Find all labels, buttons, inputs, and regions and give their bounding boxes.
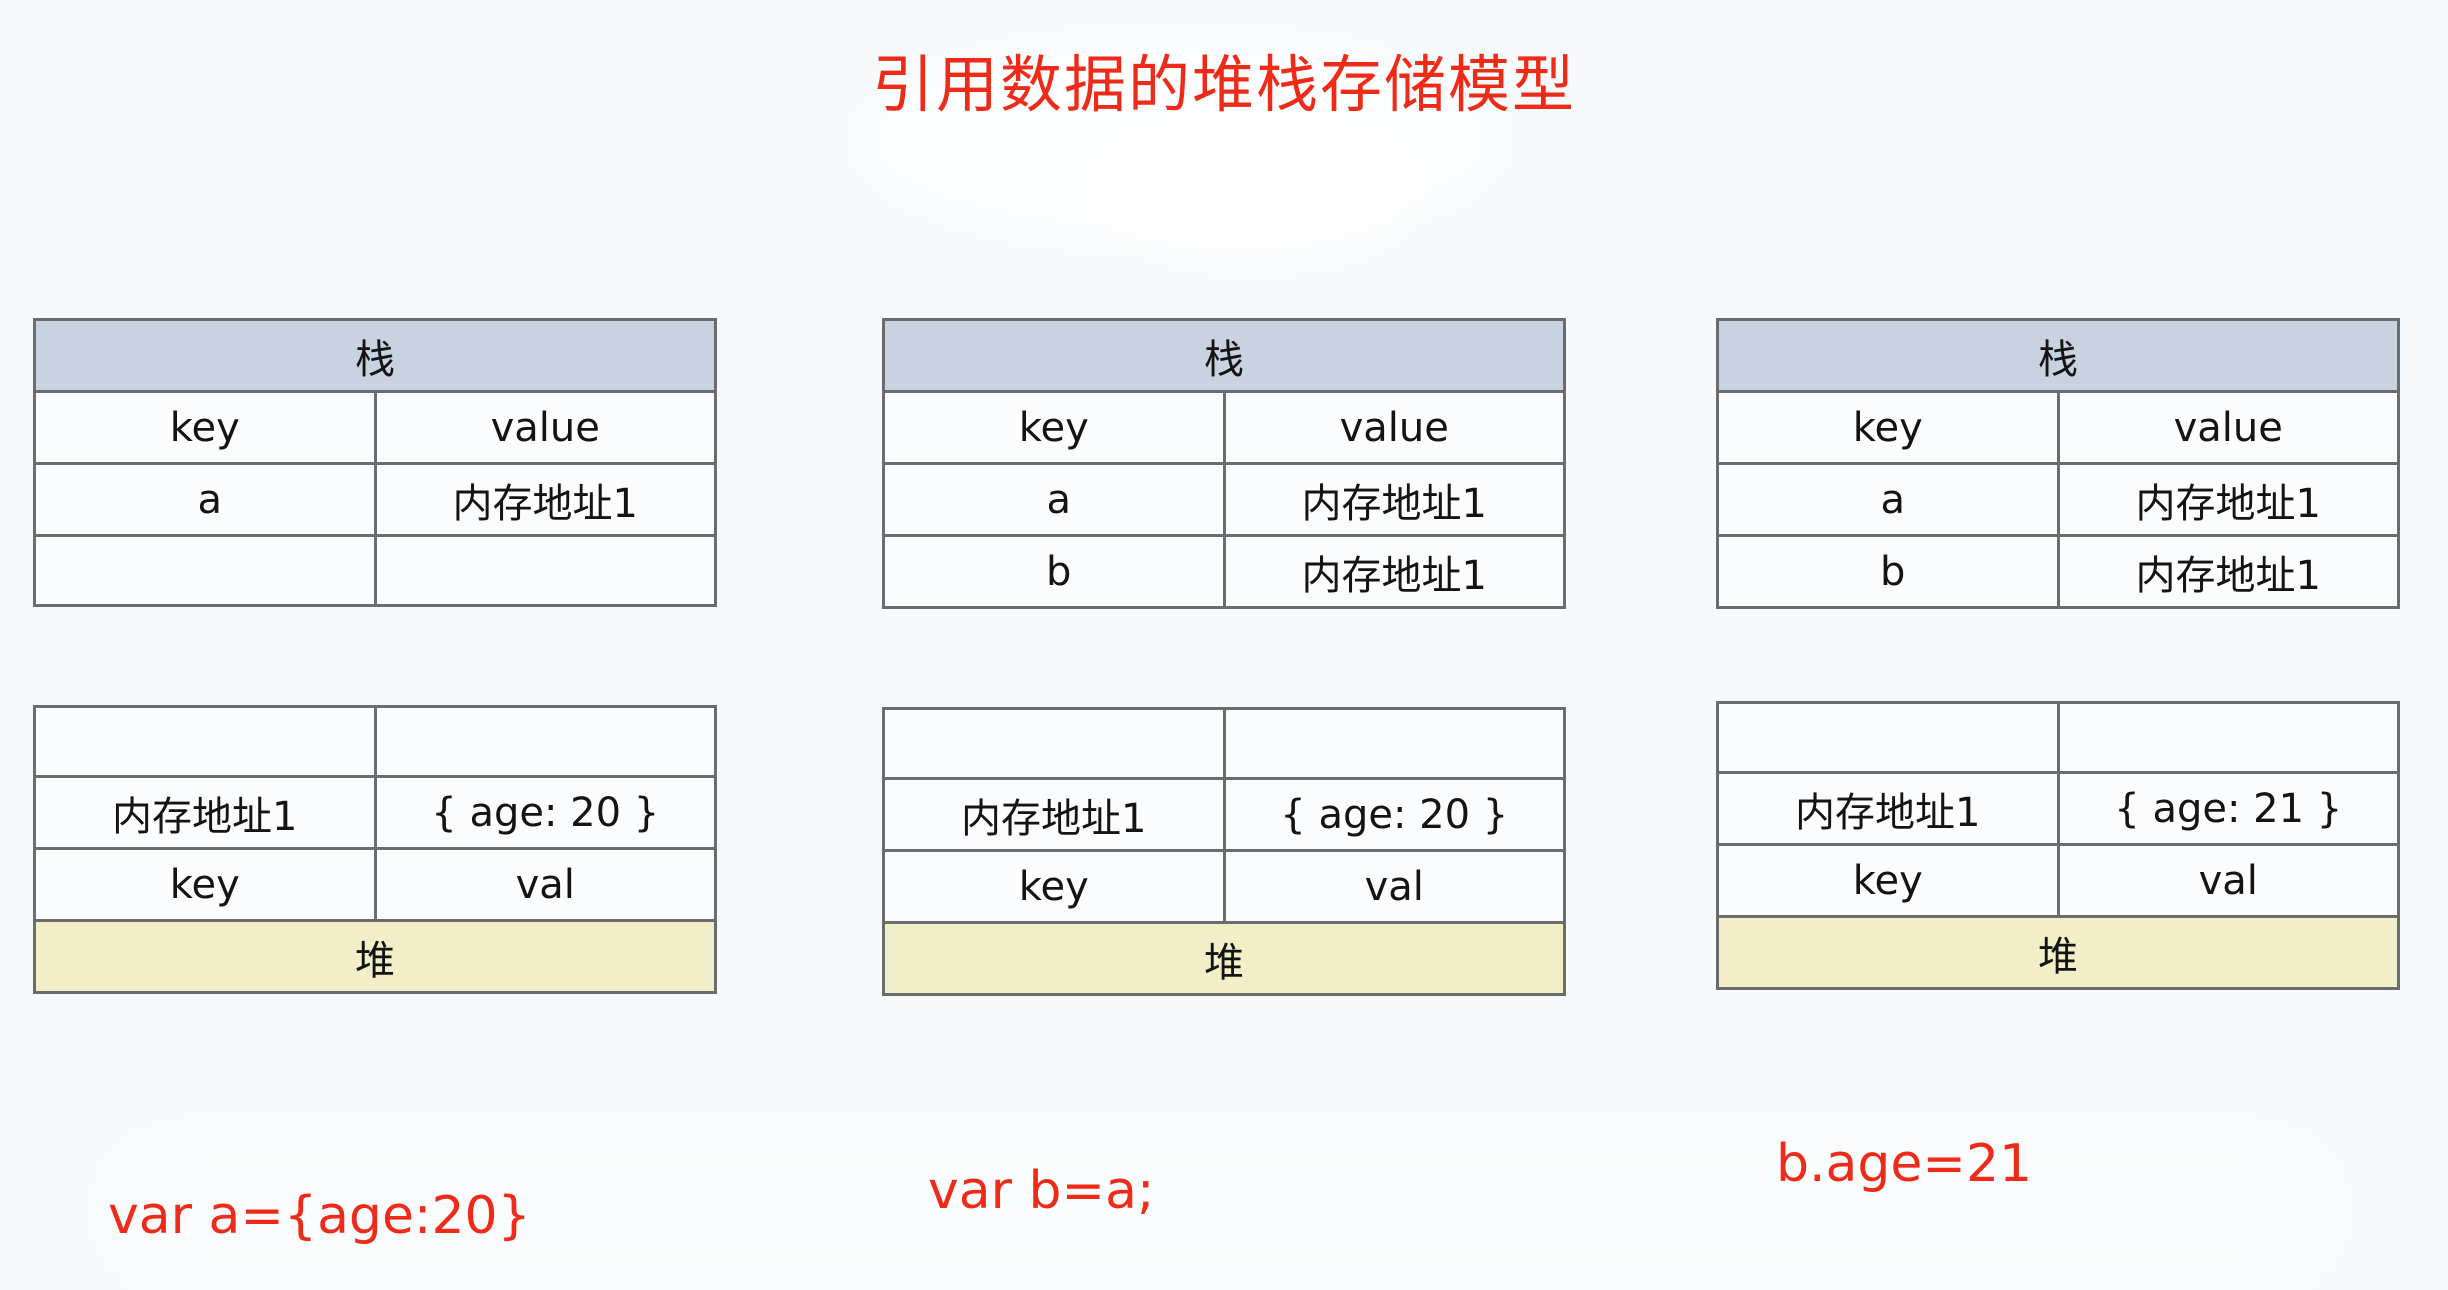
stack-title-2: 栈 (882, 318, 1566, 393)
stack-value-cell: 内存地址1 (1222, 462, 1566, 537)
heap-title-1: 堆 (33, 919, 717, 994)
heap-val-cell: { age: 20 } (373, 775, 717, 850)
stack-title-row: 栈 (882, 318, 1566, 393)
heap-key-cell (33, 705, 377, 778)
step-group-3: 栈 key value a 内存地址1 b 内存地址1 (1716, 318, 2400, 990)
heap-key-cell (1716, 701, 2060, 774)
heap-val-cell (2056, 701, 2400, 774)
stack-key-cell: b (882, 534, 1226, 609)
heap-footer-row: 堆 (33, 919, 717, 994)
heap-key-cell: 内存地址1 (1716, 771, 2060, 846)
table-row: a 内存地址1 (882, 462, 1566, 537)
page-title: 引用数据的堆栈存储模型 (871, 48, 1576, 121)
heap-col-val-3: val (2056, 843, 2400, 918)
table-row: a 内存地址1 (33, 462, 717, 537)
heap-col-key-2: key (882, 849, 1226, 924)
table-row (882, 707, 1566, 780)
heap-wrapper-3: 内存地址1 { age: 21 } key val 堆 (1716, 701, 2400, 990)
table-row: 内存地址1 { age: 20 } (882, 777, 1566, 852)
stack-key-cell: a (33, 462, 377, 537)
stack-title-1: 栈 (33, 318, 717, 393)
stack-col-value-3: value (2056, 390, 2400, 465)
heap-val-cell (373, 705, 717, 778)
stack-value-cell: 内存地址1 (373, 462, 717, 537)
stack-title-row: 栈 (33, 318, 717, 393)
heap-key-cell (882, 707, 1226, 780)
code-caption-1: var a={age:20} (108, 1186, 531, 1246)
stack-key-cell: a (1716, 462, 2060, 537)
heap-header-row: key val (33, 847, 717, 922)
code-caption-3: b.age=21 (1776, 1134, 2033, 1194)
heap-table-2: 内存地址1 { age: 20 } key val 堆 (882, 707, 1566, 996)
heap-col-key-3: key (1716, 843, 2060, 918)
stack-col-key-1: key (33, 390, 377, 465)
code-caption-2: var b=a; (928, 1161, 1155, 1221)
stack-key-cell (33, 534, 377, 607)
heap-col-key-1: key (33, 847, 377, 922)
heap-header-row: key val (1716, 843, 2400, 918)
stack-value-cell: 内存地址1 (2056, 534, 2400, 609)
stack-title-row: 栈 (1716, 318, 2400, 393)
table-row: 内存地址1 { age: 20 } (33, 775, 717, 850)
stack-header-row: key value (1716, 390, 2400, 465)
stack-value-cell: 内存地址1 (2056, 462, 2400, 537)
heap-wrapper-1: 内存地址1 { age: 20 } key val 堆 (33, 705, 717, 994)
table-row (1716, 701, 2400, 774)
table-row (33, 705, 717, 778)
heap-wrapper-2: 内存地址1 { age: 20 } key val 堆 (882, 707, 1566, 996)
stack-table-1: 栈 key value a 内存地址1 (33, 318, 717, 607)
stack-header-row: key value (882, 390, 1566, 465)
step-group-1: 栈 key value a 内存地址1 内存地址 (33, 318, 717, 994)
stack-col-key-2: key (882, 390, 1226, 465)
table-row: b 内存地址1 (882, 534, 1566, 609)
heap-table-3: 内存地址1 { age: 21 } key val 堆 (1716, 701, 2400, 990)
heap-val-cell (1222, 707, 1566, 780)
table-row: b 内存地址1 (1716, 534, 2400, 609)
stack-col-value-1: value (373, 390, 717, 465)
stack-key-cell: b (1716, 534, 2060, 609)
stack-value-cell: 内存地址1 (1222, 534, 1566, 609)
table-row: a 内存地址1 (1716, 462, 2400, 537)
heap-footer-row: 堆 (1716, 915, 2400, 990)
stack-key-cell: a (882, 462, 1226, 537)
heap-col-val-2: val (1222, 849, 1566, 924)
stack-header-row: key value (33, 390, 717, 465)
table-row: 内存地址1 { age: 21 } (1716, 771, 2400, 846)
heap-col-val-1: val (373, 847, 717, 922)
stack-col-key-3: key (1716, 390, 2060, 465)
heap-header-row: key val (882, 849, 1566, 924)
heap-title-2: 堆 (882, 921, 1566, 996)
heap-title-3: 堆 (1716, 915, 2400, 990)
table-row (33, 534, 717, 607)
heap-footer-row: 堆 (882, 921, 1566, 996)
heap-val-cell: { age: 20 } (1222, 777, 1566, 852)
heap-key-cell: 内存地址1 (33, 775, 377, 850)
stack-table-2: 栈 key value a 内存地址1 b 内存地址1 (882, 318, 1566, 609)
stack-title-3: 栈 (1716, 318, 2400, 393)
step-group-2: 栈 key value a 内存地址1 b 内存地址1 (882, 318, 1566, 996)
stack-value-cell (373, 534, 717, 607)
heap-val-cell: { age: 21 } (2056, 771, 2400, 846)
heap-table-1: 内存地址1 { age: 20 } key val 堆 (33, 705, 717, 994)
stack-table-3: 栈 key value a 内存地址1 b 内存地址1 (1716, 318, 2400, 609)
heap-key-cell: 内存地址1 (882, 777, 1226, 852)
stack-col-value-2: value (1222, 390, 1566, 465)
